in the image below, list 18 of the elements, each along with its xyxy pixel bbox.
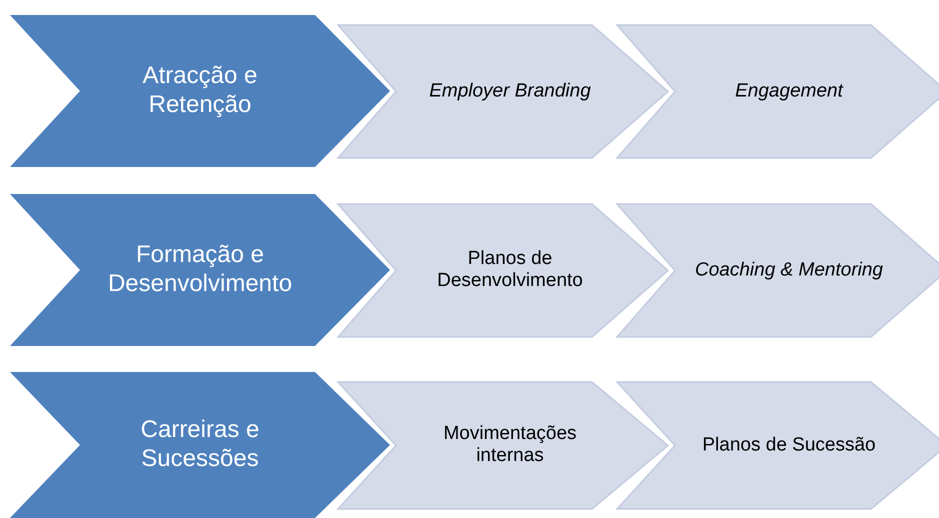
chevron-shape — [338, 25, 668, 158]
chevron-label: Carreiras e Sucessões — [140, 416, 260, 474]
chevron-shape — [10, 15, 390, 167]
chevron-shape — [617, 382, 939, 509]
chevron-label: Atracção e Retenção — [142, 62, 258, 120]
chevron-label: Employer Branding — [428, 80, 592, 103]
chevron-shape — [10, 372, 390, 518]
chevron-label: Engagement — [734, 80, 844, 103]
chevron-label: Planos de Sucessão — [701, 434, 877, 457]
chevron-label: Formação e Desenvolvimento — [106, 241, 294, 299]
chevron-shape — [338, 204, 668, 337]
chevron-label: Planos de Desenvolvimento — [436, 248, 584, 294]
chevron-label: Coaching & Mentoring — [694, 259, 884, 282]
chevron-label: Movimentações internas — [442, 422, 578, 468]
chevron-shape — [10, 194, 390, 346]
chevron-shape — [617, 204, 939, 337]
chevron-shape — [338, 382, 668, 509]
chevron-shape — [617, 25, 939, 158]
